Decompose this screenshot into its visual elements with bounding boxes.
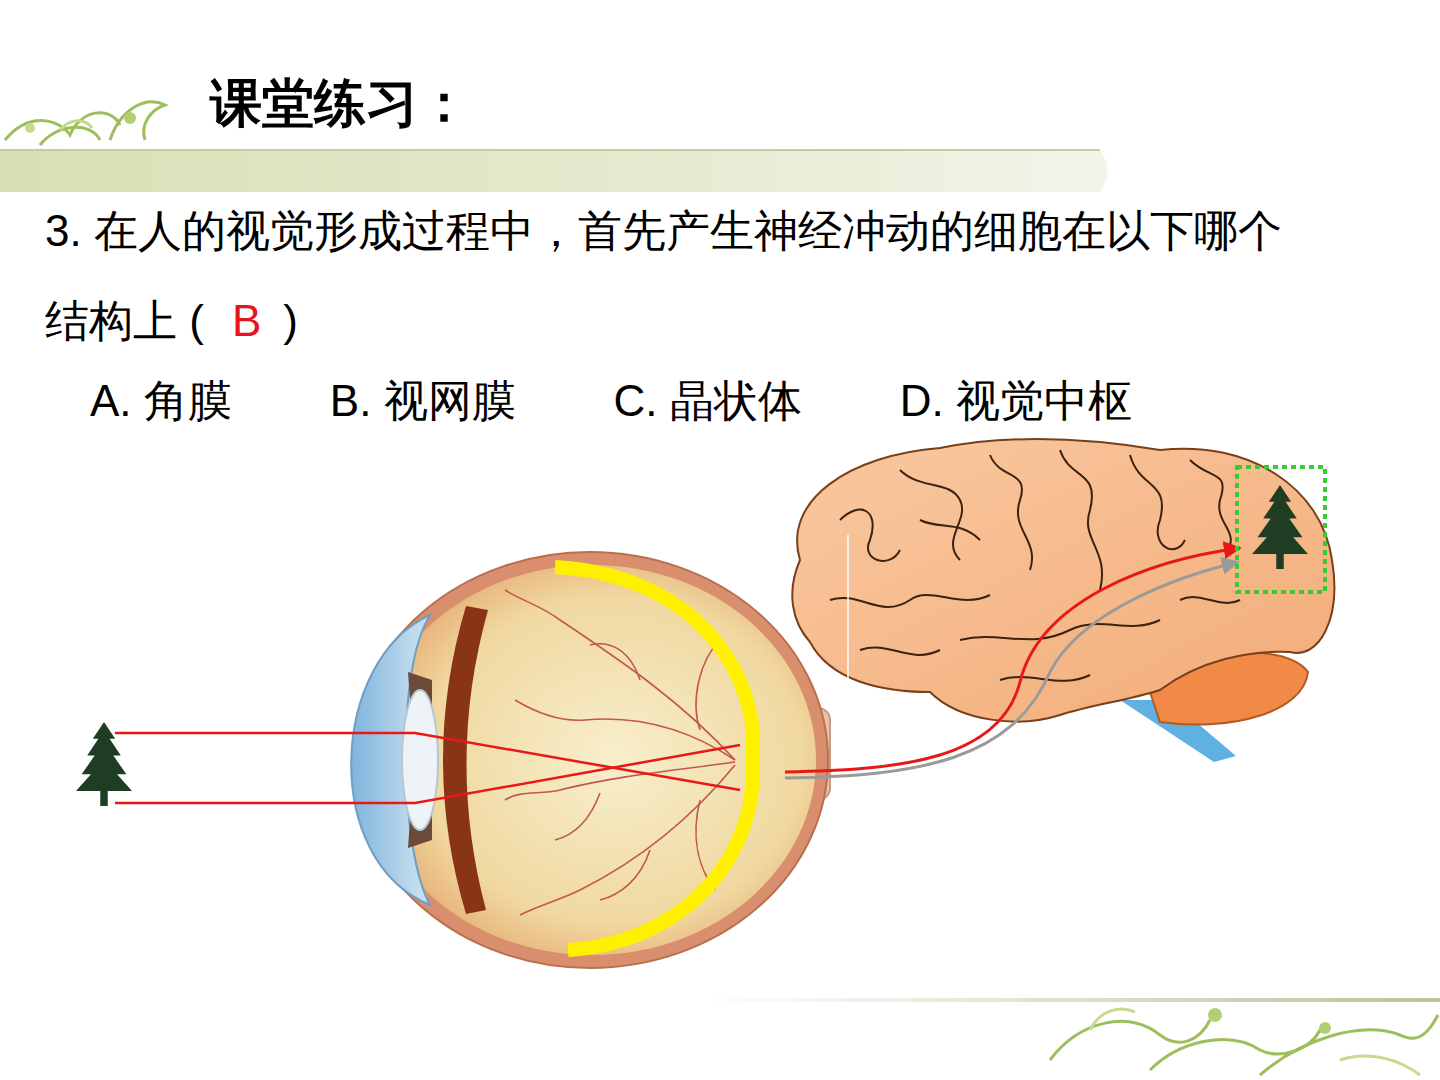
sclera [352,552,828,968]
nerve-pathway [785,548,1240,772]
light-ray [115,745,740,803]
brain-gyri [1060,450,1102,590]
floral-ornament [25,123,35,133]
header-band [0,150,1108,192]
option-text: C. 晶状体 [614,376,802,425]
header-band [0,150,1108,192]
question-text: 3. 在人的视觉形成过程中，首先产生神经冲动的细胞在以下哪个结构上 ( [45,206,1282,345]
retina [555,567,753,950]
brain-gyri [860,648,940,655]
slide-title: 课堂练习： [210,74,470,132]
floral-ornament [60,121,92,130]
blood-vessels [555,793,600,840]
brain [792,439,1334,762]
footer-ornament [1208,1008,1222,1022]
floral-ornament [124,112,136,124]
footer-ornament [1090,1009,1135,1030]
floral-ornament [110,102,165,140]
option-text: A. 角膜 [90,376,232,425]
lens [402,690,438,830]
brain-gyri [960,620,1160,640]
brain-gyri [1130,455,1185,549]
footer-ornament [1340,1056,1420,1075]
header-band [0,149,1100,151]
blood-vessels [590,644,640,680]
option-text: D. 视觉中枢 [900,376,1132,425]
floral-ornament [5,113,120,140]
footer-ornament [700,998,1440,1002]
brain-gyri [840,510,900,561]
footer-ornament [1050,1009,1438,1075]
question-text: 3. 在人的视觉形成过程中，首先产生神经冲动的细胞在以下哪个结构上 (B) [45,186,1295,366]
brain-gyri [900,470,962,560]
brain-gyri [990,455,1032,570]
floral-ornament [40,127,100,145]
footer-ornament [1050,1020,1210,1060]
footer-ornament [1260,1015,1438,1075]
footer-ornament [1319,1022,1331,1034]
title-box: 课堂练习： [210,68,470,138]
brain-gyri [920,520,980,540]
option-text: B. 视网膜 [330,376,516,425]
eyeball [351,552,830,968]
tree-object [76,722,132,806]
vitreous-body [368,565,816,955]
tree-image [1252,485,1308,569]
brain-gyri [830,595,990,607]
bracket: ) [283,296,298,345]
options-text: A. 角膜 B. 视网膜 C. 晶状体 D. 视觉中枢 [45,356,1290,446]
footer-ornament [700,998,1440,1075]
floral-ornament [5,102,165,145]
nerve-pathway [785,562,1238,778]
visual-center-box [1237,467,1325,592]
cerebrum [792,439,1334,722]
brain-gyri [1190,460,1231,545]
answer-mark: B [232,296,261,345]
brain [847,535,849,690]
blood-vessels [600,850,650,900]
brain-gyri [1180,597,1240,603]
choroid [443,606,488,914]
